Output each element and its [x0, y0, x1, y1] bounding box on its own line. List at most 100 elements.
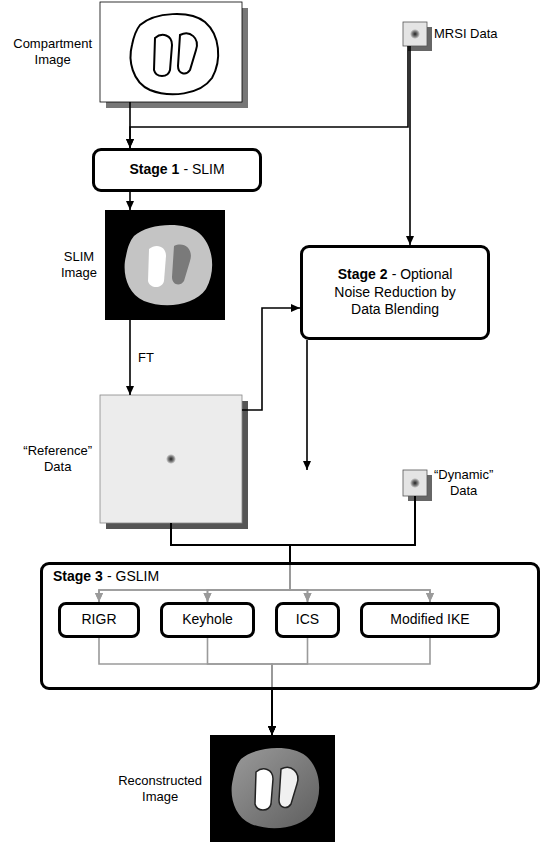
- box-text: Keyhole: [182, 611, 233, 629]
- connector-line: [99, 638, 272, 690]
- connector-line: [130, 46, 408, 148]
- mrsi-picture-part: [403, 22, 427, 46]
- method-name: Modified IKE: [390, 611, 469, 627]
- slim-picture: [105, 210, 225, 320]
- method-box: ICS: [275, 602, 340, 638]
- connector-line: [290, 496, 415, 562]
- stage-number: Stage 2: [338, 266, 388, 282]
- caption-text: MRSI Data: [434, 26, 498, 41]
- process-box: Stage 1- SLIM: [92, 148, 262, 192]
- connector-line: [208, 562, 291, 602]
- compartment-picture-part: [178, 33, 197, 73]
- connector-line: [272, 638, 430, 690]
- connector-line: [306, 340, 308, 470]
- connector-line: [171, 523, 290, 562]
- stage-number: Stage 3: [53, 568, 103, 584]
- arrow-head: [304, 593, 312, 602]
- method-box: Modified IKE: [360, 602, 500, 638]
- arrow-head: [126, 139, 134, 148]
- method-box: Keyhole: [160, 602, 255, 638]
- image-panel: “Dynamic” Data: [403, 470, 427, 496]
- reconstructed-picture-part-part: [232, 748, 320, 828]
- reconstructed-picture-part-part: [255, 769, 273, 810]
- edge-label: FT: [136, 350, 156, 365]
- image-panel: SLIM Image: [105, 210, 225, 320]
- stage-name: - SLIM: [183, 161, 224, 177]
- slim-picture-part-part: [148, 246, 166, 287]
- arrow-head: [406, 236, 414, 245]
- connector: [268, 638, 308, 735]
- image-caption: Compartment Image: [13, 36, 92, 69]
- connector-line: [242, 308, 300, 410]
- stage-number: Stage 1: [129, 161, 179, 177]
- box-text: Stage 1- SLIM: [129, 161, 224, 179]
- box-text: Stage 2- Optional Noise Reduction by Dat…: [325, 266, 465, 319]
- connector-line: [290, 496, 415, 562]
- caption-text: Reconstructed Image: [118, 772, 202, 803]
- caption-text: “Reference” Data: [23, 443, 92, 474]
- connector: [126, 46, 408, 148]
- slim-picture-part-part: [125, 225, 213, 305]
- connector-line: [171, 523, 290, 562]
- arrow-head: [426, 593, 434, 602]
- connector: [126, 192, 134, 210]
- connector-line: [129, 320, 131, 395]
- connector: [406, 46, 414, 245]
- arrow-head: [268, 726, 276, 735]
- connector-line: [99, 562, 290, 602]
- connector: [204, 496, 416, 602]
- arrow-head: [204, 593, 212, 602]
- slim-picture-part: [105, 210, 225, 320]
- arrow-head: [95, 593, 103, 602]
- arrow-head: [204, 593, 212, 602]
- connector: [268, 638, 430, 735]
- arrow-head: [126, 201, 134, 210]
- connector-line: [171, 523, 290, 562]
- image-caption: SLIM Image: [61, 249, 97, 282]
- reference-picture-part: [166, 454, 176, 464]
- image-panel: MRSI Data: [403, 22, 427, 46]
- method-name: ICS: [296, 611, 319, 627]
- arrow-head: [95, 593, 103, 602]
- connector-line: [171, 523, 290, 562]
- connector-line: [208, 638, 273, 690]
- image-caption: MRSI Data: [434, 26, 498, 42]
- caption-text: Compartment Image: [13, 36, 92, 67]
- caption-text: “Dynamic” Data: [434, 467, 493, 498]
- arrow-head: [291, 304, 300, 312]
- slim-picture-part-part: [172, 244, 191, 284]
- compartment-picture-part: [154, 35, 172, 76]
- connector-line: [99, 562, 290, 602]
- slim-picture-part: [125, 225, 213, 305]
- compartment-picture-part: [131, 14, 219, 94]
- connector-line: [290, 496, 415, 562]
- arrow-head: [268, 726, 276, 735]
- connector: [208, 638, 277, 735]
- connector: [126, 320, 134, 395]
- reference-picture: [100, 395, 248, 529]
- reconstructed-picture: [210, 735, 335, 842]
- arrow-head: [126, 139, 134, 148]
- arrow-head: [126, 386, 134, 395]
- arrow-head: [303, 461, 311, 470]
- arrow-head: [304, 593, 312, 602]
- compartment-picture: [100, 2, 248, 108]
- box-text: Modified IKE: [390, 611, 469, 629]
- image-caption: Reconstructed Image: [118, 772, 202, 805]
- connector-line: [290, 562, 430, 602]
- process-box: Stage 2- Optional Noise Reduction by Dat…: [300, 245, 490, 340]
- dynamic-picture-part: [403, 470, 427, 496]
- dynamic-picture-part: [410, 478, 420, 488]
- reconstructed-picture-part-part: [279, 767, 298, 807]
- connector: [242, 304, 300, 410]
- connector: [303, 340, 311, 470]
- connector: [290, 496, 434, 602]
- image-caption: “Reference” Data: [23, 443, 92, 476]
- connector: [126, 102, 134, 148]
- compartment-picture-part: [100, 2, 242, 102]
- reconstructed-picture-part: [232, 748, 320, 828]
- image-panel: “Reference” Data: [100, 395, 242, 523]
- group-title: Stage 3- GSLIM: [53, 568, 159, 584]
- connector-line: [208, 562, 291, 602]
